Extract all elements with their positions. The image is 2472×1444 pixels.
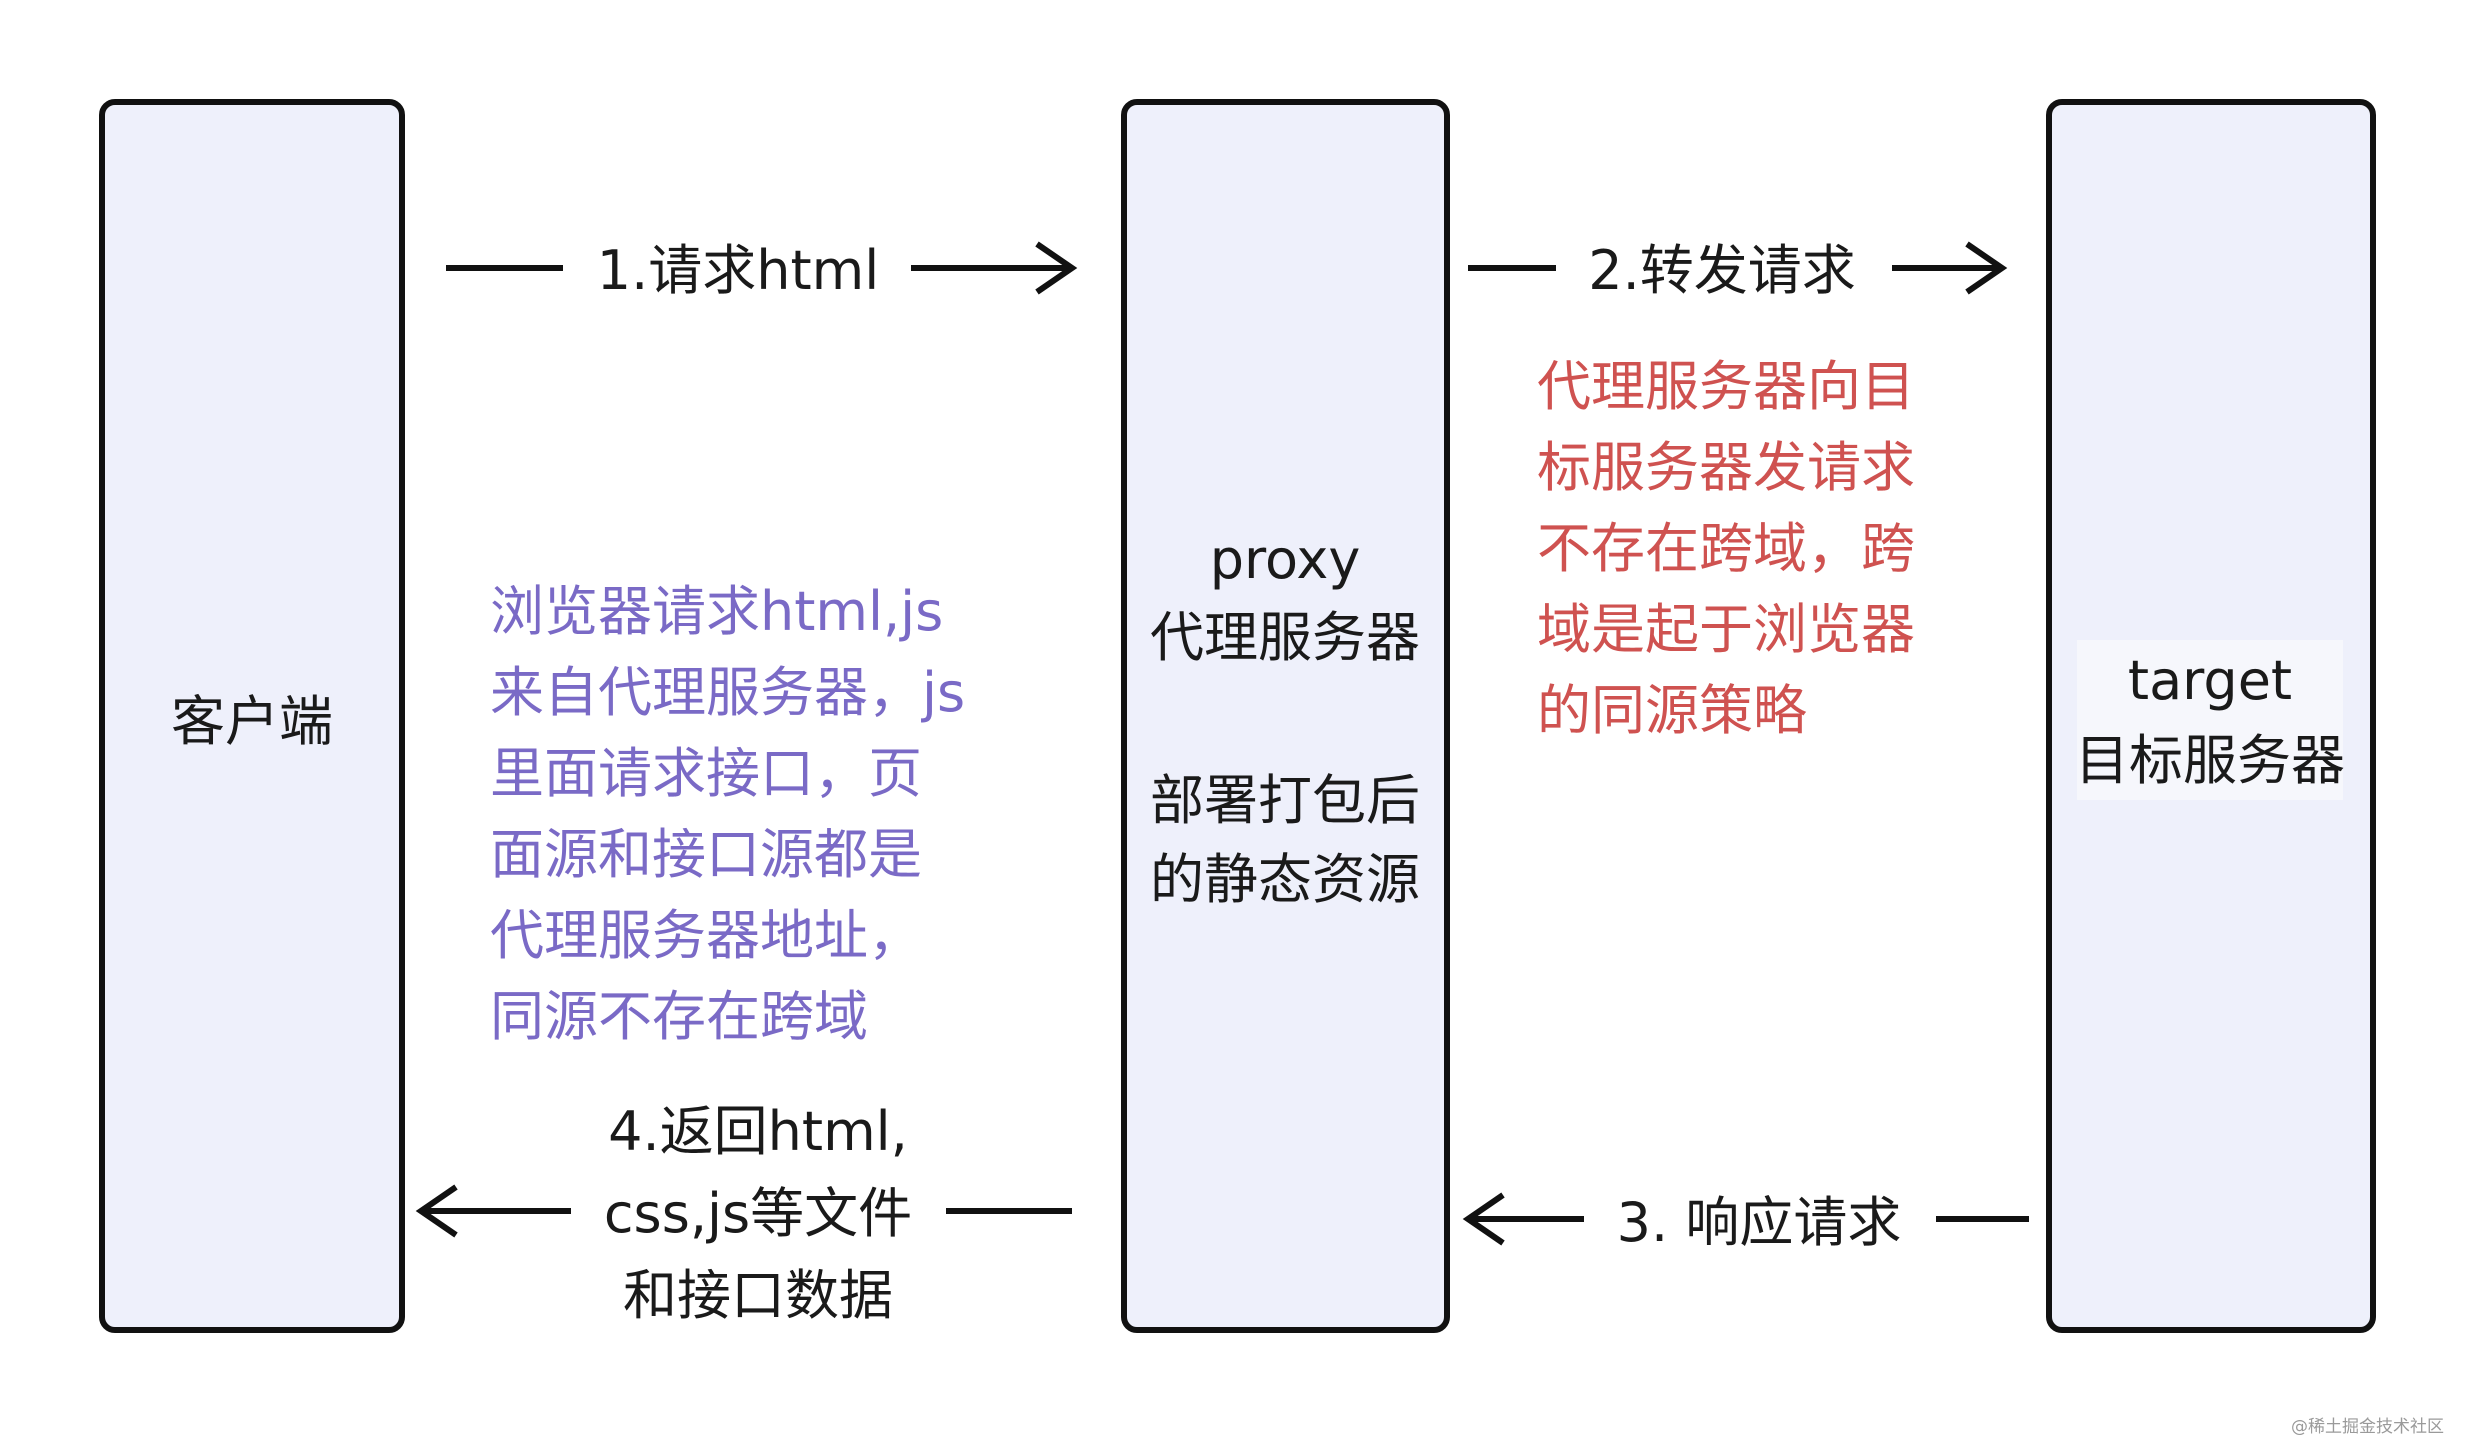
proxy-subtitle: 代理服务器 bbox=[1150, 606, 1420, 669]
note-line: 的同源策略 bbox=[1537, 679, 1807, 742]
note-line: 里面请求接口，页 bbox=[490, 742, 922, 805]
note-line: 来自代理服务器，js bbox=[490, 661, 966, 724]
arrow-return-resources-head bbox=[415, 1184, 458, 1238]
arrow-request-html-head bbox=[1035, 241, 1078, 295]
proxy-cross-origin-note: 代理服务器向目 标服务器发请求 不存在跨域，跨 域是起于浏览器 的同源策略 bbox=[1537, 346, 1915, 751]
note-line: 浏览器请求html,js bbox=[490, 580, 944, 643]
note-line: 标服务器发请求 bbox=[1537, 436, 1915, 499]
proxy-note-line: 的静态资源 bbox=[1150, 848, 1420, 911]
edge-label-return-resources-line: 和接口数据 bbox=[623, 1264, 893, 1327]
note-line: 代理服务器地址， bbox=[490, 904, 922, 967]
target-label-background bbox=[2077, 640, 2343, 800]
edge-label-return-resources-line: css,js等文件 bbox=[603, 1182, 913, 1245]
arrow-respond-request-head bbox=[1462, 1192, 1505, 1246]
edge-label-request-html: 1.请求html bbox=[596, 239, 880, 302]
edge-label-respond-request: 3. 响应请求 bbox=[1616, 1191, 1902, 1254]
client-label: 客户端 bbox=[171, 690, 333, 753]
arrow-forward-request-head bbox=[1965, 241, 2008, 295]
note-line: 同源不存在跨域 bbox=[490, 985, 868, 1048]
browser-same-origin-note: 浏览器请求html,js 来自代理服务器，js 里面请求接口，页 面源和接口源都… bbox=[490, 571, 965, 1057]
target-title: target bbox=[2127, 649, 2293, 712]
client-box bbox=[99, 99, 405, 1333]
target-subtitle: 目标服务器 bbox=[2075, 729, 2345, 792]
proxy-title: proxy bbox=[1209, 528, 1361, 591]
edge-label-forward-request: 2.转发请求 bbox=[1588, 239, 1856, 302]
edge-label-return-resources-line: 4.返回html, bbox=[608, 1100, 908, 1163]
note-line: 不存在跨域，跨 bbox=[1537, 517, 1915, 580]
note-line: 代理服务器向目 bbox=[1537, 355, 1915, 418]
proxy-note-line: 部署打包后 bbox=[1150, 769, 1420, 832]
note-line: 面源和接口源都是 bbox=[490, 823, 922, 886]
proxy-box bbox=[1121, 99, 1450, 1333]
watermark: @稀土掘金技术社区 bbox=[2291, 1417, 2444, 1437]
note-line: 域是起于浏览器 bbox=[1537, 598, 1915, 661]
